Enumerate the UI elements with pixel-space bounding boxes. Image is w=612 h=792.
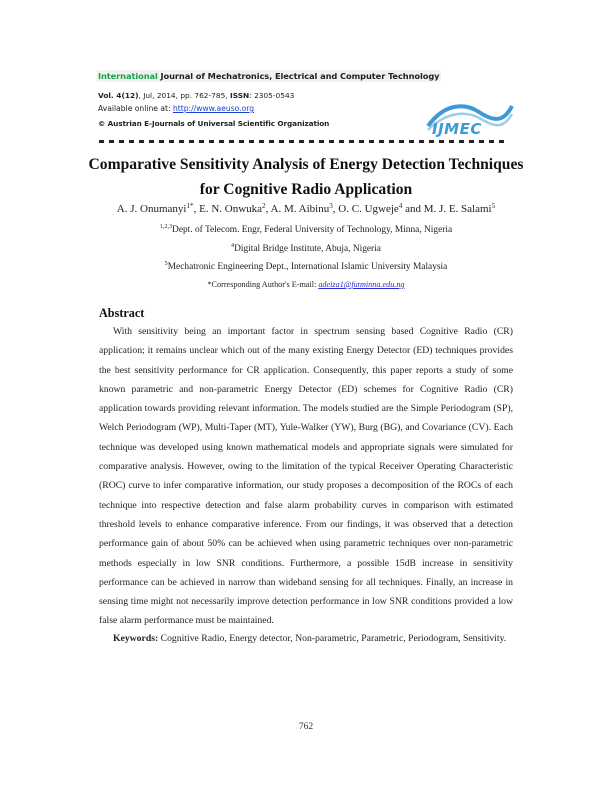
available-label: Available online at: [98,104,173,113]
affiliation-1: 1,2,3Dept. of Telecom. Engr, Federal Uni… [60,224,552,235]
author-affiliation-mark: 1* [186,202,194,210]
affiliation-3: 5Mechatronic Engineering Dept., Internat… [60,261,552,272]
author-affiliation-mark: 3 [329,202,333,210]
copyright-line: © Austrian E-Journals of Universal Scien… [98,119,330,128]
affiliation-text: Digital Bridge Institute, Abuja, Nigeria [234,244,381,254]
affiliation-mark: 1,2,3 [159,224,173,230]
affiliation-mark: 5 [164,261,168,267]
keywords-label: Keywords: [113,633,159,644]
affiliation-text: Dept. of Telecom. Engr, Federal Universi… [172,225,453,235]
journal-name: International Journal of Mechatronics, E… [97,70,442,82]
available-online: Available online at: http://www.aeuso.or… [98,104,254,113]
ijmec-logo-text: IJMEC [432,120,482,138]
volume-details: , Jul, 2014, pp. 762-785, [138,91,230,100]
issn-label: ISSN [229,91,250,100]
author-affiliation-mark: 2 [262,202,266,210]
abstract-body: With sensitivity being an important fact… [99,326,513,627]
affiliation-text: Mechatronic Engineering Dept., Internati… [167,262,448,272]
affiliation-mark: 4 [231,243,235,249]
affiliation-2: 4Digital Bridge Institute, Abuja, Nigeri… [60,243,552,254]
corresponding-label: *Corresponding Author's E-mail: [207,280,319,289]
paper-title-line-1: Comparative Sensitivity Analysis of Ener… [88,156,524,173]
corresponding-author: *Corresponding Author's E-mail: adeiza1@… [60,280,552,289]
keywords-list: Cognitive Radio, Energy detector, Non-pa… [158,633,507,644]
author-name: O. C. Ugweje [338,203,399,215]
author-name: M. J. E. Salami [423,203,492,215]
author-affiliation-mark: 4 [398,202,403,210]
author-name: E. N. Onwuka [199,203,263,215]
author-name: A. M. Aibinu [270,203,330,215]
corresponding-email-link[interactable]: adeiza1@futminna.edu.ng [318,280,405,289]
journal-name-prefix: International [98,71,158,81]
paper-title-line-2: for Cognitive Radio Application [199,181,413,198]
author-affiliation-mark: 5 [491,202,496,210]
abstract-heading: Abstract [99,306,145,320]
page-number: 762 [298,722,314,732]
header-divider [99,140,505,143]
journal-name-rest: Journal of Mechatronics, Electrical and … [157,71,440,81]
journal-website-link[interactable]: http://www.aeuso.org [172,104,255,113]
author-name: A. J. Onumanyi [116,203,187,215]
volume-label: Vol. 4(12) [98,91,139,100]
keywords: Keywords: Cognitive Radio, Energy detect… [99,629,513,648]
volume-info: Vol. 4(12), Jul, 2014, pp. 762-785, ISSN… [98,91,294,100]
ijmec-logo-wave-icon [426,104,514,131]
issn-value: : 2305-0543 [249,91,295,100]
author-list: A. J. Onumanyi1*, E. N. Onwuka2, A. M. A… [116,202,496,215]
